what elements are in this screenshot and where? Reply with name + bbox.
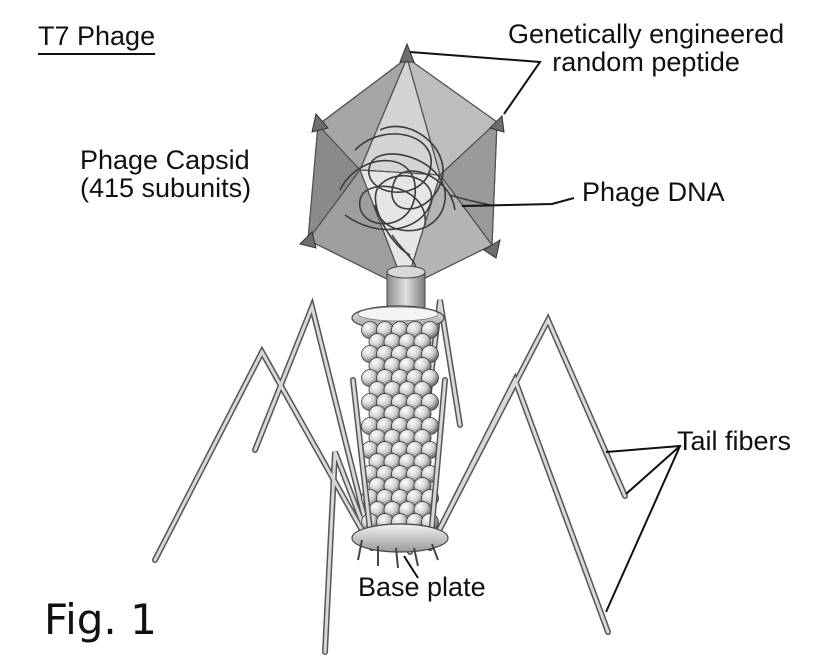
- diagram-title: T7 Phage: [38, 22, 155, 50]
- label-phage-capsid: Phage Capsid (415 subunits): [80, 146, 251, 203]
- tail-sheath: [362, 322, 439, 531]
- label-engineered-peptide-line1: Genetically engineered: [508, 20, 784, 48]
- label-phage-dna: Phage DNA: [582, 178, 725, 206]
- label-phage-capsid-line1: Phage Capsid: [80, 146, 251, 174]
- label-tail-fibers: Tail fibers: [677, 427, 791, 455]
- label-engineered-peptide: Genetically engineered random peptide: [508, 20, 784, 77]
- label-phage-capsid-line2: (415 subunits): [80, 174, 251, 202]
- base-plate: [352, 524, 448, 568]
- label-engineered-peptide-line2: random peptide: [508, 48, 784, 76]
- label-base-plate: Base plate: [358, 573, 486, 601]
- figure-label: Fig. 1: [44, 598, 157, 642]
